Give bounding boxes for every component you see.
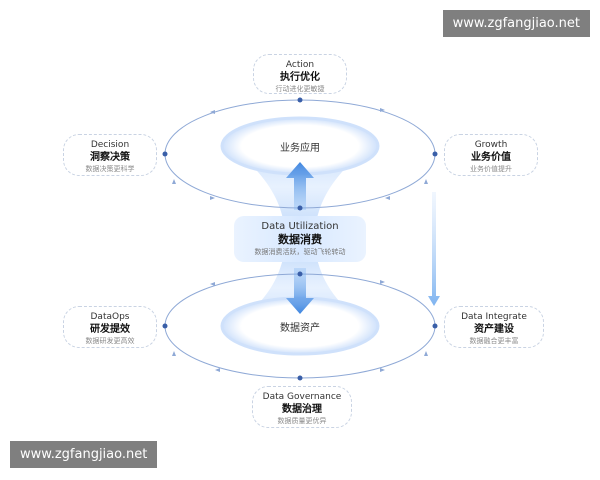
node-en: Growth <box>474 140 508 150</box>
watermark-top: www.zgfangjiao.net <box>442 10 590 37</box>
ring-chevron <box>424 351 428 356</box>
node-sub: 数据决策更科学 <box>85 165 135 173</box>
ring-dot <box>432 151 438 157</box>
ring-dot <box>432 323 438 329</box>
ring-chevron <box>210 110 215 114</box>
node-en: Action <box>285 60 315 70</box>
ring-chevron <box>172 351 176 356</box>
node-sub: 行动进化更敏捷 <box>275 85 325 93</box>
side-arrow <box>428 192 440 306</box>
node-sub: 数据研发更高效 <box>85 337 135 345</box>
center-title-zh: 数据消费 <box>278 233 322 246</box>
bottom-lens-label: 数据资产 <box>280 323 320 334</box>
up-arrow <box>286 162 314 210</box>
ring-dot <box>297 205 303 211</box>
center-subtitle: 数据消费活跃，驱动飞轮转动 <box>254 248 346 256</box>
down-arrow <box>286 268 314 314</box>
data-utilization-box: Data Utilization 数据消费 数据消费活跃，驱动飞轮转动 <box>234 216 366 262</box>
ring-chevron <box>215 368 220 372</box>
node-en: DataOps <box>90 312 130 322</box>
node-sub: 业务价值提升 <box>470 165 512 173</box>
ring-chevron <box>380 280 385 284</box>
ring-chevron <box>210 196 215 200</box>
node-action: Action 执行优化 行动进化更敏捷 <box>253 54 347 94</box>
ring-dot <box>162 151 168 157</box>
node-en: Data Integrate <box>461 312 527 322</box>
ring-chevron <box>380 368 385 372</box>
node-zh: 执行优化 <box>280 72 320 83</box>
ring-chevron <box>385 196 390 200</box>
node-sub: 数据融合更丰富 <box>469 337 519 345</box>
node-growth: Growth 业务价值 业务价值提升 <box>444 134 538 176</box>
node-zh: 资产建设 <box>474 324 514 335</box>
node-en: Data Governance <box>262 392 342 402</box>
node-sub: 数据质量更优异 <box>277 417 327 425</box>
node-en: Decision <box>90 140 130 150</box>
ring-dot <box>297 97 303 103</box>
watermark-bottom: www.zgfangjiao.net <box>10 441 158 468</box>
ring-chevron <box>380 108 385 112</box>
top-lens-label: 业务应用 <box>280 143 320 154</box>
node-zh: 数据治理 <box>282 404 322 415</box>
node-zh: 研发提效 <box>90 324 130 335</box>
node-decision: Decision 洞察决策 数据决策更科学 <box>63 134 157 176</box>
node-dataops: DataOps 研发提效 数据研发更高效 <box>63 306 157 348</box>
node-data-integrate: Data Integrate 资产建设 数据融合更丰富 <box>444 306 544 348</box>
center-title-en: Data Utilization <box>261 221 339 232</box>
ring-dot <box>162 323 168 329</box>
ring-chevron <box>210 282 215 286</box>
ring-dot <box>297 375 303 381</box>
ring-dot <box>297 271 303 277</box>
ring-chevron <box>172 179 176 184</box>
node-data-governance: Data Governance 数据治理 数据质量更优异 <box>252 386 352 428</box>
node-zh: 洞察决策 <box>90 152 130 163</box>
node-zh: 业务价值 <box>471 152 511 163</box>
ring-chevron <box>424 179 428 184</box>
